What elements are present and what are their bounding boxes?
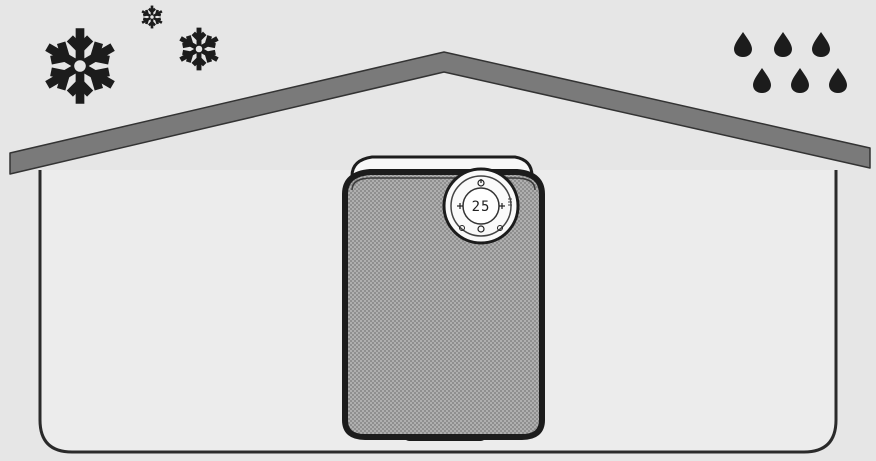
snowflake-icon	[181, 28, 218, 71]
timer-icon[interactable]	[477, 225, 485, 233]
temperature-display: 25	[472, 199, 491, 215]
snowflake-icon	[140, 4, 164, 30]
control-panel: 25	[442, 167, 520, 245]
raindrop-icon	[734, 32, 847, 93]
fan-icon[interactable]	[497, 225, 503, 231]
control-dial-ring	[450, 175, 512, 237]
minus-button-icon[interactable]	[457, 203, 463, 209]
tick-marks	[508, 198, 512, 206]
plus-button-icon[interactable]	[499, 203, 505, 209]
house-roof	[9, 51, 871, 175]
mode-icon[interactable]	[459, 225, 465, 231]
snowflake-icon	[47, 28, 112, 103]
